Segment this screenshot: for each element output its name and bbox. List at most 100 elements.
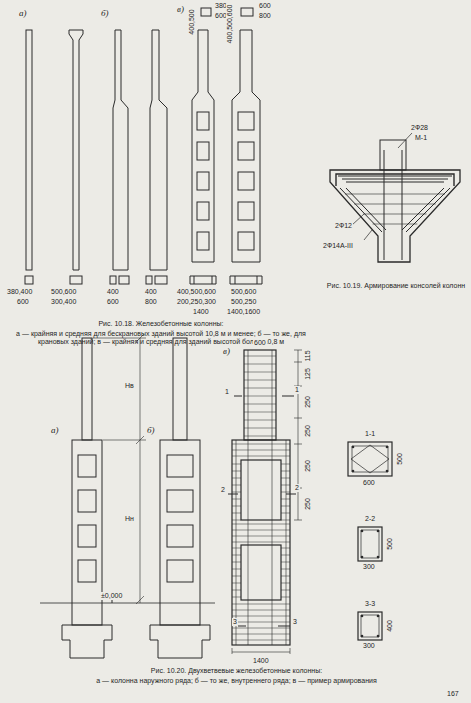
stirrup	[281, 513, 290, 514]
section-1-1	[348, 442, 392, 476]
stirrup	[232, 569, 241, 570]
stirrup	[361, 530, 379, 558]
dimension-label: 125	[304, 367, 312, 381]
section	[110, 276, 116, 284]
column	[150, 30, 167, 270]
dimension-label: 2	[220, 486, 226, 494]
opening	[197, 142, 209, 160]
stirrup	[281, 576, 290, 577]
figure-letter: в)	[176, 4, 185, 14]
stirrup	[232, 597, 241, 598]
stirrup	[281, 506, 290, 507]
dimension-label: 2	[294, 484, 300, 492]
stirrup	[354, 204, 436, 205]
opening	[197, 232, 209, 250]
caption: Рис. 10.18. Железобетонные колонны:	[10, 320, 312, 328]
columns-10-18	[25, 8, 262, 284]
stirrup	[244, 412, 276, 413]
stirrup	[232, 524, 290, 525]
stirrup	[232, 492, 241, 493]
stirrup	[281, 590, 290, 591]
stirrup	[281, 520, 290, 521]
stirrup	[351, 445, 389, 473]
stirrup	[232, 640, 290, 641]
stirrup	[232, 562, 241, 563]
section	[230, 276, 262, 284]
stirrup	[281, 562, 290, 563]
stirrup	[232, 513, 241, 514]
dimension-label: 500	[386, 537, 394, 551]
stirrup	[232, 610, 290, 611]
rebar	[338, 176, 452, 177]
dimension-label: 400	[386, 619, 394, 633]
stirrup	[244, 364, 276, 365]
stirrup	[281, 569, 290, 570]
foundation	[62, 625, 112, 658]
stirrup	[361, 615, 379, 637]
stirrup	[232, 456, 290, 457]
stirrup	[232, 536, 290, 537]
stirrup	[373, 224, 418, 225]
dimension-label: 800	[258, 12, 272, 20]
dimension-label: 800	[144, 298, 158, 306]
opening	[78, 490, 96, 512]
dimension-label: 400,500,600	[226, 4, 234, 45]
dimension-label: 167	[446, 690, 460, 698]
dimension-label: 3-3	[364, 600, 376, 608]
column-top	[244, 350, 276, 440]
stirrup	[281, 478, 290, 479]
section	[146, 276, 152, 284]
stirrup	[232, 583, 241, 584]
section	[70, 276, 82, 284]
stirrup	[244, 404, 276, 405]
bars	[352, 446, 389, 638]
stirrup	[244, 420, 276, 421]
dimension-label: 2Ф14А-III	[322, 242, 354, 250]
stirrup	[232, 555, 241, 556]
stirrup	[281, 548, 290, 549]
stirrup	[345, 194, 445, 195]
dimension-label: 400	[144, 288, 158, 296]
section	[190, 276, 216, 284]
dimension-label: 250	[304, 395, 312, 409]
stirrup	[232, 634, 290, 635]
stirrup	[244, 380, 276, 381]
stirrup	[281, 597, 290, 598]
dimension-label: М-1	[414, 134, 428, 142]
column-top	[173, 338, 187, 440]
section	[25, 276, 33, 284]
column	[69, 30, 83, 270]
dimension-label: 500	[396, 452, 404, 466]
dimension-label: ±0,000	[100, 592, 123, 600]
dimension-label: 400	[106, 288, 120, 296]
ground-line	[40, 603, 215, 604]
dimension-label: 200,250,300	[176, 298, 217, 306]
stirrup	[232, 576, 241, 577]
opening	[238, 202, 254, 220]
stirrup	[232, 616, 290, 617]
section-2-2	[358, 527, 382, 561]
column	[113, 30, 128, 270]
dimension-label: 3	[292, 618, 298, 626]
opening	[167, 455, 193, 477]
opening	[197, 172, 209, 190]
opening	[78, 455, 96, 477]
dimension-label: 115	[304, 349, 312, 362]
dimension-label: 600	[362, 479, 376, 487]
stirrup	[281, 555, 290, 556]
dimension-label: 600	[106, 298, 120, 306]
opening	[238, 142, 254, 160]
stirrup	[244, 396, 276, 397]
opening	[241, 460, 281, 520]
dimension-label: 300	[362, 642, 376, 650]
dimension-label: 400,500,600	[176, 288, 217, 296]
dimension-label: 1-1	[364, 430, 376, 438]
rebar	[272, 350, 273, 645]
stirrup	[244, 356, 276, 357]
dimension-label: Нв	[124, 382, 135, 390]
stirrup	[232, 506, 241, 507]
column	[26, 30, 32, 270]
stirrup	[232, 628, 290, 629]
rebar	[340, 188, 450, 232]
